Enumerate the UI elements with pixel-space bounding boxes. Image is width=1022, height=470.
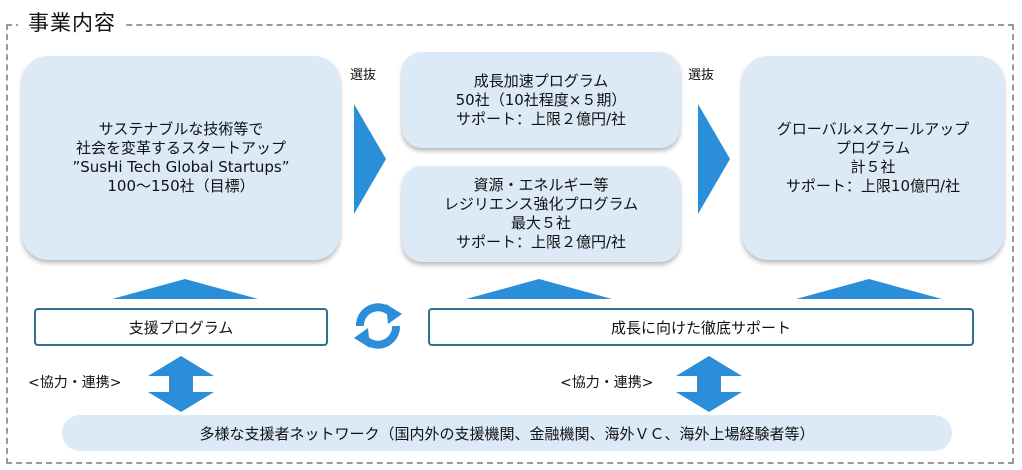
startups-line-3: ”SusHi Tech Global Startups” [72, 158, 290, 176]
startups-line-2: 社会を変革するスタートアップ [75, 139, 286, 157]
cooperation-label-right: <協力・連携> [560, 375, 654, 391]
growth-support-bar: 成長に向けた徹底サポート [428, 308, 974, 346]
selection-label-1: 選抜 [350, 68, 377, 83]
up-triangle-icon [466, 279, 612, 299]
up-triangle-icon [112, 279, 258, 299]
resilience-line-1: 資源・エネルギー等 [473, 176, 609, 194]
global-scaleup-line-4: サポート：上限10億円/社 [785, 177, 961, 195]
resilience-line-4: サポート：上限２億円/社 [455, 233, 627, 251]
up-down-arrow-icon [148, 356, 214, 412]
cooperation-label-left: <協力・連携> [28, 375, 122, 391]
business-content-frame [6, 24, 1014, 464]
resilience-line-2: レジリエンス強化プログラム [443, 195, 639, 213]
startups-box: サステナブルな技術等で 社会を変革するスタートアップ ”SusHi Tech G… [22, 56, 340, 260]
growth-acceleration-line-3: サポート：上限２億円/社 [455, 109, 627, 128]
global-scaleup-line-1: グローバル×スケールアップ [776, 120, 970, 138]
startups-line-1: サステナブルな技術等で [98, 120, 264, 138]
resilience-line-3: 最大５社 [510, 214, 571, 232]
up-down-arrow-icon [676, 356, 742, 412]
global-scaleup-box: グローバル×スケールアップ プログラム 計５社 サポート：上限10億円/社 [742, 56, 1004, 260]
startups-line-4: 100～150社（目標） [107, 177, 255, 195]
selection-label-2: 選抜 [688, 68, 715, 83]
frame-title: 事業内容 [18, 8, 126, 38]
support-program-bar: 支援プログラム [34, 308, 328, 346]
global-scaleup-line-3: 計５社 [850, 158, 896, 176]
global-scaleup-line-2: プログラム [835, 139, 911, 157]
up-triangle-icon [796, 279, 942, 299]
resilience-box: 資源・エネルギー等 レジリエンス強化プログラム 最大５社 サポート：上限２億円/… [402, 166, 680, 262]
chevron-right-icon [698, 104, 730, 214]
growth-acceleration-line-2: 50社（10社程度×５期） [455, 90, 627, 109]
refresh-cycle-icon [354, 303, 402, 349]
chevron-right-icon [354, 104, 386, 214]
growth-acceleration-line-1: 成長加速プログラム [473, 71, 609, 90]
supporter-network-bar: 多様な支援者ネットワーク（国内外の支援機関、金融機関、海外ＶＣ、海外上場経験者等… [62, 415, 952, 451]
growth-acceleration-box: 成長加速プログラム 50社（10社程度×５期） サポート：上限２億円/社 [402, 52, 680, 148]
